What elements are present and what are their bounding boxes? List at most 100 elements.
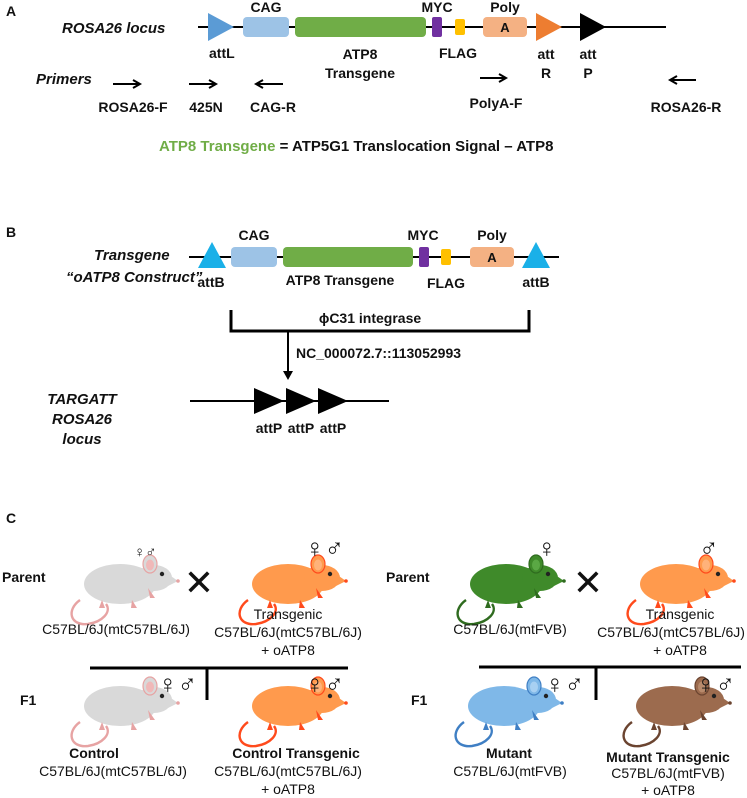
targatt-attP-2: [286, 388, 316, 414]
b-flag-label: FLAG: [427, 275, 465, 291]
left-parent2-name-1: Transgenic: [254, 606, 323, 622]
left-parent1-name: C57BL/6J(mtC57BL/6J): [42, 621, 190, 637]
b-flag-block: [441, 249, 451, 265]
attR-label-2: R: [541, 65, 551, 81]
mouse-parent-fvb: [457, 555, 566, 625]
right-child1-name: C57BL/6J(mtFVB): [453, 763, 567, 779]
right-child2-name-2: + oATP8: [641, 782, 695, 798]
attP-label-1: att: [579, 46, 596, 62]
integrase-bracket: [229, 310, 531, 333]
left-child1-name: C57BL/6J(mtC57BL/6J): [39, 763, 187, 779]
right-child1-title: Mutant: [486, 745, 532, 761]
panel-b: B Transgene “oATP8 Construct” attB CAG A…: [6, 224, 559, 448]
myc-block: [432, 17, 442, 37]
b-atp8-label: ATP8 Transgene: [286, 272, 395, 288]
b-cag-block: [231, 247, 277, 267]
left-parent-label: Parent: [2, 569, 46, 585]
primer-425n-head: [208, 79, 219, 89]
primer-425n-label: 425N: [189, 99, 222, 115]
transgene-legend-colored: ATP8 Transgene: [159, 138, 275, 155]
primer-rosa26-f-head: [132, 79, 143, 89]
panel-a-letter: A: [6, 3, 16, 19]
attB-left-triangle: [198, 242, 226, 268]
cross-right: Parent ♀ C57BL/6J(mtFVB) ✕ ♂ Transgenic …: [386, 533, 745, 798]
attB-right-label: attB: [522, 274, 549, 290]
polya-block: [483, 17, 527, 37]
right-child2-sex: ♀♂: [696, 669, 735, 699]
transgene-legend-rest: = ATP5G1 Translocation Signal – ATP8: [275, 138, 553, 155]
targatt-attP-label-3: attP: [320, 420, 346, 436]
right-parent1-name: C57BL/6J(mtFVB): [453, 621, 567, 637]
targatt-label-2: ROSA26: [52, 411, 113, 428]
cag-block: [243, 17, 289, 37]
left-parent2-name-2: C57BL/6J(mtC57BL/6J): [214, 624, 362, 640]
left-child2-name-2: + oATP8: [261, 781, 315, 797]
transgene-label-2: “oATP8 Construct”: [66, 269, 203, 286]
attL-label: attL: [209, 45, 235, 61]
left-parent2-sex: ♀♂: [305, 533, 344, 563]
left-parent1-sex: ♀♂: [134, 544, 157, 561]
left-parent2-name-3: + oATP8: [261, 642, 315, 658]
b-cag-label: CAG: [238, 227, 269, 243]
primers-label: Primers: [36, 71, 92, 88]
integrase-label: ϕC31 integrase: [319, 310, 422, 326]
primer-arrows: [113, 73, 696, 89]
primer-polya-f-label: PolyA-F: [470, 95, 523, 111]
primer-rosa26-f-label: ROSA26-F: [98, 99, 168, 115]
left-child2-sex: ♀♂: [305, 669, 344, 699]
cross-left: Parent ♀♂ C57BL/6J(mtC57BL/6J) ✕ ♀♂ Tran…: [2, 533, 362, 797]
primer-polya-f-head: [498, 73, 509, 83]
b-poly-a-label: A: [487, 250, 497, 265]
targatt-label-1: TARGATT: [47, 391, 118, 408]
left-f1-label: F1: [20, 692, 37, 708]
attR-label-1: att: [537, 46, 554, 62]
right-parent-label: Parent: [386, 569, 430, 585]
attP-triangle: [580, 13, 606, 41]
targatt-attP-label-1: attP: [256, 420, 282, 436]
panel-b-letter: B: [6, 224, 16, 240]
attR-triangle: [536, 13, 562, 41]
myc-label: MYC: [421, 0, 452, 15]
primer-cag-r-label: CAG-R: [250, 99, 296, 115]
b-myc-label: MYC: [407, 227, 438, 243]
primer-rosa26-r-label: ROSA26-R: [651, 99, 722, 115]
atp8-block: [295, 17, 426, 37]
b-poly-label: Poly: [477, 227, 507, 243]
attL-triangle: [208, 13, 234, 41]
transgene-legend: ATP8 Transgene = ATP5G1 Translocation Si…: [159, 138, 553, 155]
targatt-attP-3: [318, 388, 348, 414]
left-child2-name-1: C57BL/6J(mtC57BL/6J): [214, 763, 362, 779]
right-cross-symbol: ✕: [573, 562, 603, 603]
right-child1-sex: ♀♂: [545, 669, 584, 699]
atp8-label-2: Transgene: [325, 65, 395, 81]
left-child1-sex: ♀♂: [158, 669, 197, 699]
attB-left-label: attB: [197, 274, 224, 290]
left-child1-title: Control: [69, 745, 119, 761]
panel-a: A ROSA26 locus attL CAG ATP8 Transgene M…: [6, 0, 721, 155]
b-myc-block: [419, 247, 429, 267]
integration-arrow-head: [283, 371, 293, 380]
right-parent2-name-2: C57BL/6J(mtC57BL/6J): [597, 624, 745, 640]
right-parent2-sex: ♂: [699, 533, 719, 563]
right-child2-title: Mutant Transgenic: [606, 749, 730, 765]
b-polya-block: [470, 247, 514, 267]
cag-label: CAG: [250, 0, 281, 15]
primer-cag-r-head: [253, 79, 264, 89]
left-child2-title: Control Transgenic: [232, 745, 360, 761]
right-parent1-sex: ♀: [537, 533, 557, 563]
poly-label: Poly: [490, 0, 520, 15]
attB-right-triangle: [522, 242, 550, 268]
transgene-label-1: Transgene: [94, 247, 170, 264]
targatt-label-3: locus: [62, 431, 101, 448]
mouse-parent-c57-left: [71, 555, 180, 625]
atp8-label-1: ATP8: [343, 46, 378, 62]
panel-c: C Parent ♀♂ C57BL/6J(mtC57BL/6J) ✕ ♀♂ Tr…: [2, 510, 745, 798]
targatt-attP-1: [254, 388, 284, 414]
right-parent2-name-1: Transgenic: [646, 606, 715, 622]
rosa26-locus-label: ROSA26 locus: [62, 20, 165, 37]
right-child2-name-1: C57BL/6J(mtFVB): [611, 765, 725, 781]
poly-a-label: A: [500, 20, 510, 35]
flag-block: [455, 19, 465, 35]
genomic-coordinate-label: NC_000072.7::113052993: [296, 345, 461, 361]
